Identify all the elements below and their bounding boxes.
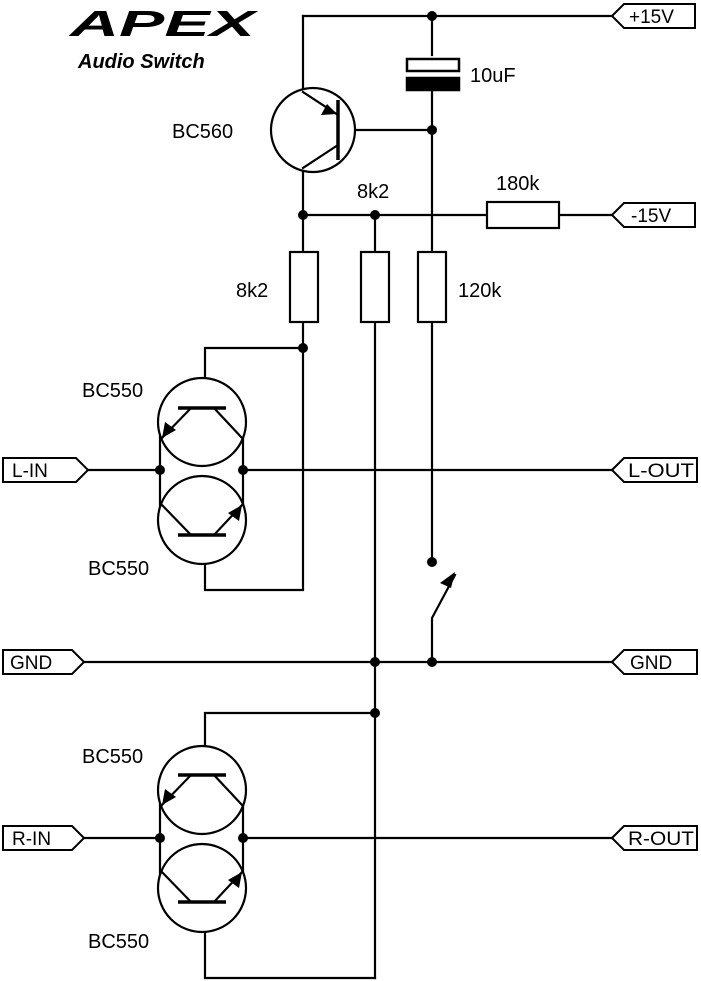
- pnp-transistor-symbol: [269, 86, 357, 174]
- svg-text:L-IN: L-IN: [12, 461, 48, 482]
- svg-text:GND: GND: [10, 653, 52, 674]
- subtitle: Audio Switch: [77, 51, 205, 73]
- resistor-120k: [416, 250, 448, 324]
- wires: [80, 14, 622, 980]
- svg-text:R-OUT: R-OUT: [628, 829, 694, 850]
- connector-r-in: R-IN: [2, 825, 86, 851]
- junctions: [155, 11, 437, 843]
- svg-text:GND: GND: [630, 653, 672, 674]
- right-bottom-transistor-symbol: [156, 842, 248, 934]
- resistor-180k-label: 180k: [496, 173, 540, 195]
- svg-text:+15V: +15V: [629, 7, 674, 28]
- svg-text:L-OUT: L-OUT: [628, 461, 694, 482]
- pnp-transistor-label: BC560: [172, 121, 233, 143]
- connector-r-out: R-OUT: [610, 825, 698, 851]
- right-top-transistor-label: BC550: [82, 746, 143, 768]
- connector-gnd-right: GND: [610, 649, 698, 675]
- connector-l-out: L-OUT: [610, 457, 698, 483]
- connector-l-in: L-IN: [2, 457, 90, 483]
- resistor-180k: [485, 200, 561, 230]
- resistor-8k2-left: [288, 250, 320, 324]
- resistor-8k2-mid: [359, 250, 391, 324]
- capacitor-symbol: [405, 57, 461, 92]
- left-bottom-transistor-label: BC550: [88, 558, 149, 580]
- svg-text:-15V: -15V: [631, 206, 671, 227]
- left-bottom-transistor-symbol: [156, 474, 248, 566]
- switch-arrow: [440, 572, 455, 588]
- resistor-120k-label: 120k: [458, 280, 502, 302]
- resistor-8k2-left-label: 8k2: [236, 280, 268, 302]
- connector-minus15v: -15V: [610, 202, 696, 228]
- capacitor-label: 10uF: [470, 65, 516, 87]
- left-top-transistor-symbol: [156, 376, 248, 468]
- connector-gnd-left: GND: [2, 649, 86, 675]
- resistor-8k2-mid-label: 8k2: [357, 181, 389, 203]
- logo: APEX: [68, 3, 259, 44]
- right-bottom-transistor-label: BC550: [88, 931, 149, 953]
- left-top-transistor-label: BC550: [82, 380, 143, 402]
- right-top-transistor-symbol: [156, 744, 248, 836]
- connector-plus15v: +15V: [610, 3, 696, 29]
- svg-text:R-IN: R-IN: [12, 829, 51, 850]
